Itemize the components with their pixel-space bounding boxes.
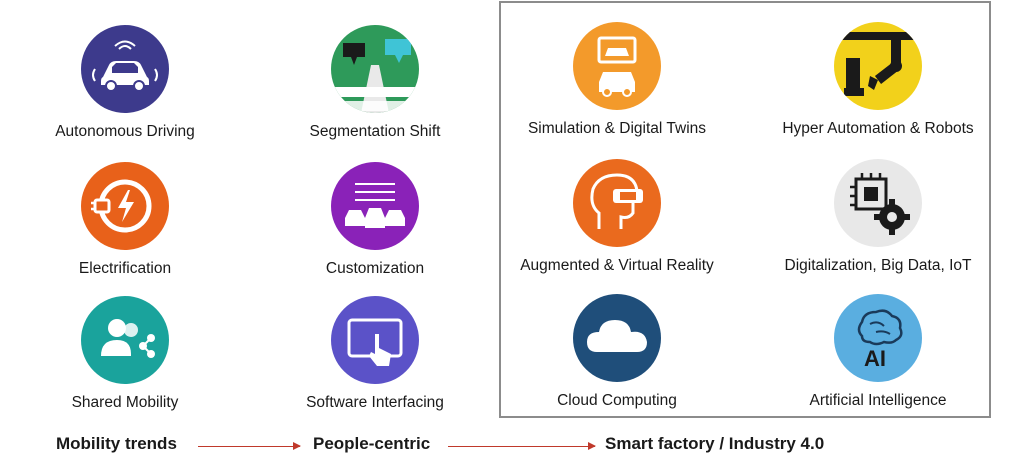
item-label: Artificial Intelligence <box>809 392 947 409</box>
item-autonomous-driving: Autonomous Driving <box>10 25 240 141</box>
footer-people-centric: People-centric <box>313 434 431 453</box>
shared-users-icon <box>81 296 169 384</box>
robot-arm-icon <box>834 22 922 110</box>
digital-twin-cars-icon <box>573 22 661 110</box>
footer-smart-factory: Smart factory / Industry 4.0 <box>605 434 825 453</box>
vr-headset-icon <box>573 159 661 247</box>
item-customization: Customization <box>260 162 490 278</box>
item-artificial-intelligence: AI Artificial Intelligence <box>763 294 993 410</box>
item-label: Software Interfacing <box>306 394 444 411</box>
item-label: Autonomous Driving <box>55 123 195 140</box>
item-label: Segmentation Shift <box>309 123 441 140</box>
car-options-icon <box>331 162 419 250</box>
chip-gear-icon <box>834 159 922 247</box>
item-software-interfacing: Software Interfacing <box>260 296 490 412</box>
arrow-icon <box>448 442 596 450</box>
cloud-icon <box>573 294 661 382</box>
item-electrification: Electrification <box>10 162 240 278</box>
autonomous-car-icon <box>81 25 169 113</box>
item-digitalization-big-data-iot: Digitalization, Big Data, IoT <box>763 159 993 275</box>
item-label: Hyper Automation & Robots <box>782 120 974 137</box>
smart-factory-frame <box>499 1 991 418</box>
svg-text:AI: AI <box>864 346 886 371</box>
electric-plug-icon <box>81 162 169 250</box>
item-augmented-virtual-reality: Augmented & Virtual Reality <box>502 159 732 275</box>
item-hyper-automation-robots: Hyper Automation & Robots <box>763 22 993 138</box>
item-label: Augmented & Virtual Reality <box>520 257 714 274</box>
touch-tablet-icon <box>331 296 419 384</box>
item-label: Electrification <box>78 260 172 277</box>
footer-flow: Mobility trends People-centric Smart fac… <box>0 434 1024 460</box>
item-segmentation-shift: Segmentation Shift <box>260 25 490 141</box>
ai-brain-icon: AI <box>834 294 922 382</box>
item-shared-mobility: Shared Mobility <box>10 296 240 412</box>
item-simulation-digital-twins: Simulation & Digital Twins <box>502 22 732 138</box>
item-label: Customization <box>325 260 425 277</box>
arrow-icon <box>198 442 301 450</box>
item-label: Simulation & Digital Twins <box>527 120 707 137</box>
footer-mobility-trends: Mobility trends <box>56 434 177 453</box>
item-cloud-computing: Cloud Computing <box>502 294 732 410</box>
sale-lease-road-icon <box>331 25 419 113</box>
item-label: Shared Mobility <box>71 394 179 411</box>
item-label: Cloud Computing <box>557 392 677 409</box>
item-label: Digitalization, Big Data, IoT <box>784 257 972 274</box>
